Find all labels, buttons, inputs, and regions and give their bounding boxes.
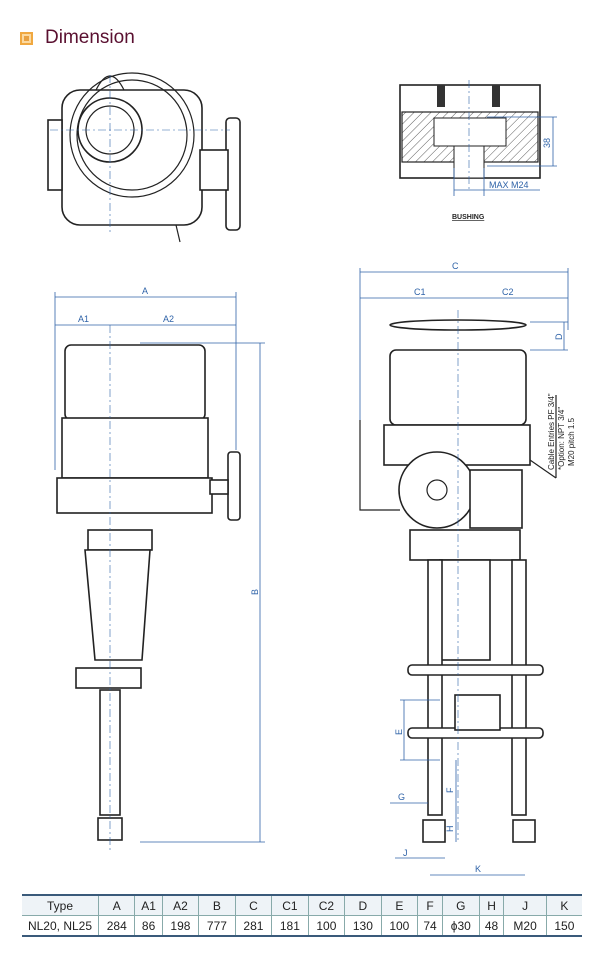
dim-label-k: K [475,864,481,874]
cable-entries-note: Cable Entries PF 3/4" [547,393,556,470]
bushing-height-label: 38 [542,138,552,148]
top-view [47,72,241,243]
table-cell: 181 [271,915,309,936]
table-cell: NL20, NL25 [27,918,93,933]
table-cell: M20 [503,915,547,936]
table-cell: 150 [545,915,582,936]
table-cell: 198 [161,915,199,936]
dim-label-c2: C2 [502,287,514,297]
column-header: G [442,895,480,916]
square-bullet-icon [20,31,33,45]
column-header: E [380,895,418,916]
dim-label-f: F [445,787,455,793]
column-header: A2 [161,895,199,916]
front-elevation: A A1 A2 B [54,286,265,850]
dim-label-a1: A1 [78,314,89,324]
column-header: Type [22,895,99,916]
column-header: C1 [271,895,309,916]
table-cell: 48 [478,915,504,936]
column-header: D [344,895,382,916]
section-title-text: Dimension [45,27,135,48]
cable-option-note: *Option: NPT 3/4" [557,407,566,470]
side-elevation: C C1 C2 D E F G H J K Cable Entries PF 3… [359,261,576,876]
dim-label-d: D [554,333,564,340]
table-cell: 284 [97,915,135,936]
bushing-thread-label: MAX M24 [489,180,529,190]
column-header: F [417,895,443,916]
dim-label-c1: C1 [414,287,426,297]
column-header: A [97,895,135,916]
column-header: B [198,895,236,916]
table-cell: 100 [380,915,418,936]
table-cell: 777 [198,915,236,936]
dim-label-b: B [250,589,260,595]
column-header: J [503,895,547,916]
table-cell: 281 [234,915,272,936]
dim-label-a2: A2 [163,314,174,324]
dim-label-e: E [394,729,404,735]
table-cell: 130 [344,915,382,936]
column-header: C2 [307,895,345,916]
column-header: A1 [134,895,163,916]
bushing-label: BUSHING [452,214,485,221]
table-cell: 74 [417,915,443,936]
column-header: K [545,895,582,916]
dim-label-c: C [452,261,459,271]
dim-label-j: J [403,848,408,858]
bushing-section: 38 MAX M24 BUSHING [399,80,557,221]
dim-label-h: H [445,826,455,833]
table-cell: ϕ30 [442,915,480,936]
table-cell: 100 [307,915,345,936]
column-header: H [478,895,504,916]
table-cell: 86 [134,915,163,936]
section-title: Dimension [20,27,135,49]
dim-label-a: A [142,286,148,296]
column-header: C [234,895,272,916]
cable-pitch-note: M20 pitch 1.5 [567,417,576,466]
dim-label-g: G [398,792,405,802]
